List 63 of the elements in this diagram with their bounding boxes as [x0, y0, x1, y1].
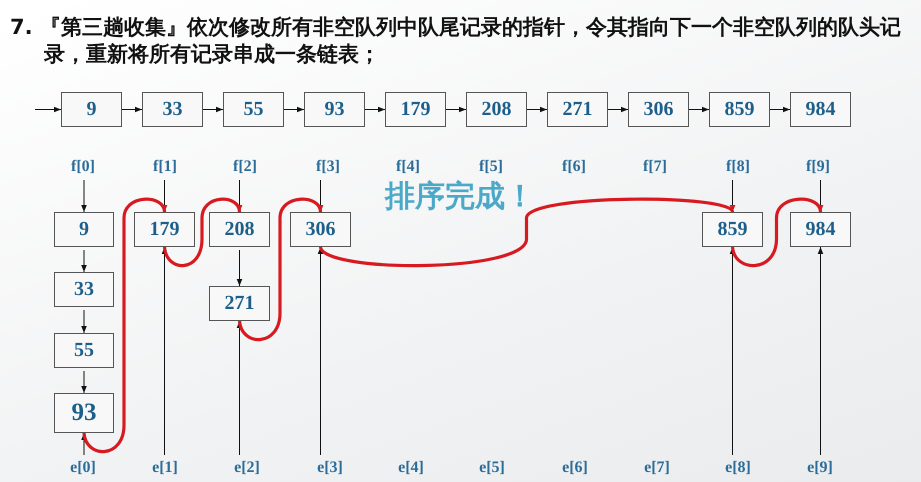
arrow: [818, 246, 824, 456]
pointer-label: f[9]: [798, 157, 838, 177]
arrow: [81, 250, 87, 272]
pointer-label: f[7]: [642, 157, 668, 177]
pointer-label: f[5]: [478, 157, 504, 177]
link-curve: [730, 198, 822, 268]
pointer-label: e[6]: [561, 458, 589, 478]
pointer-label: f[3]: [308, 157, 348, 177]
pointer-label: e[7]: [643, 458, 671, 478]
pointer-label: e[8]: [718, 458, 758, 478]
record-box: 984: [790, 212, 851, 247]
record-box: 271: [547, 92, 608, 127]
pointer-label: e[4]: [397, 458, 425, 478]
arrow: [236, 250, 242, 286]
link-curve: [82, 198, 166, 454]
record-box: 859: [702, 212, 763, 247]
arrow: [364, 106, 386, 112]
pointer-label: f[1]: [145, 157, 185, 177]
record-box: 55: [54, 333, 114, 368]
pointer-label: e[1]: [145, 458, 185, 478]
arrow: [770, 106, 790, 112]
arrow: [608, 106, 628, 112]
heading: 7. 『第三趟收集』依次修改所有非空队列中队尾记录的指针，令其指向下一个非空队列的队头记录，重新将所有记录串成一条链表；: [10, 14, 902, 68]
arrow: [81, 310, 87, 334]
record-box: 306: [290, 212, 351, 247]
pointer-label: f[0]: [63, 157, 103, 177]
record-box: 9: [61, 92, 122, 127]
record-box: 859: [709, 92, 770, 127]
pointer-label: f[2]: [225, 157, 265, 177]
pointer-label: f[4]: [395, 157, 421, 177]
arrow: [81, 370, 87, 394]
pointer-label: e[5]: [478, 458, 506, 478]
record-box: 208: [209, 212, 270, 247]
pointer-label: e[2]: [227, 458, 267, 478]
arrow: [122, 106, 142, 112]
arrow: [526, 106, 548, 112]
pointer-label: f[8]: [718, 157, 758, 177]
record-box: 33: [54, 272, 114, 307]
link-curve: [162, 198, 242, 268]
arrow: [688, 106, 710, 112]
arrow: [446, 106, 466, 112]
arrow: [34, 106, 62, 112]
arrow: [81, 180, 87, 212]
pointer-label: e[9]: [800, 458, 840, 478]
record-box: 179: [134, 212, 195, 247]
pointer-label: e[3]: [310, 458, 350, 478]
arrow: [284, 106, 304, 112]
link-curve: [238, 198, 322, 342]
record-box: 179: [385, 92, 446, 127]
record-box: 9: [54, 212, 114, 247]
record-box: 306: [628, 92, 689, 127]
record-box: 93: [304, 92, 365, 127]
record-box: 271: [209, 286, 270, 321]
pointer-label: f[6]: [561, 157, 587, 177]
record-box: 33: [142, 92, 203, 127]
status-text: 排序完成！: [385, 178, 535, 216]
record-box: 984: [790, 92, 851, 127]
record-box: 208: [466, 92, 527, 127]
link-curve: [319, 198, 734, 268]
arrow: [202, 106, 224, 112]
pointer-label: e[0]: [63, 458, 103, 478]
record-box: 55: [223, 92, 284, 127]
record-box: 93: [54, 393, 114, 433]
